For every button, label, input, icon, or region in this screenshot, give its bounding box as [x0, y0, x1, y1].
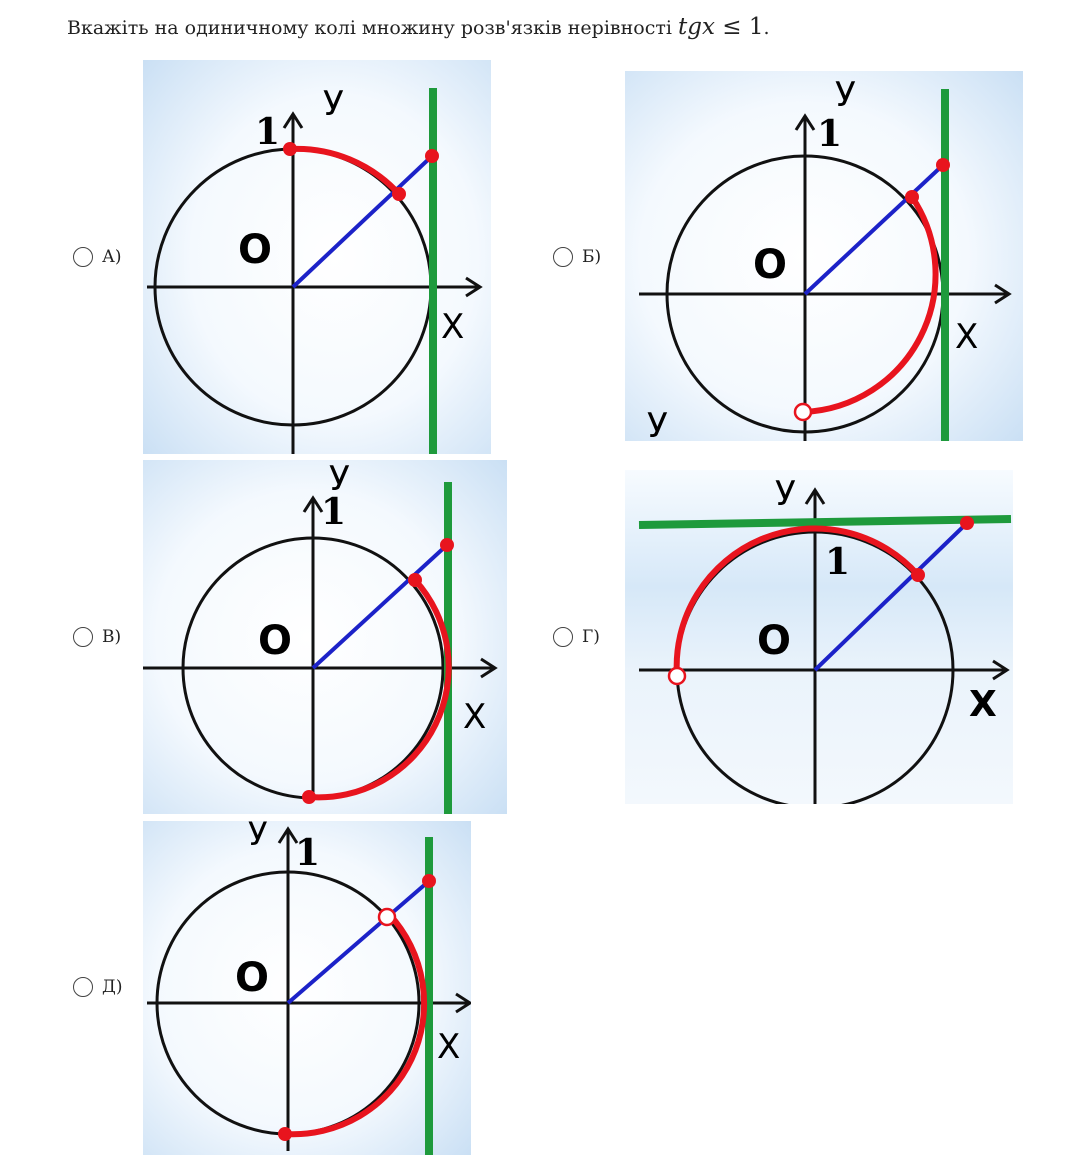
- figure-c-x-arrow: [480, 657, 498, 679]
- figure-e-origin-label: O: [235, 955, 269, 1001]
- option-c-radio[interactable]: [73, 627, 93, 647]
- figure-c-origin-label: O: [258, 618, 292, 664]
- figure-e-x-label: X: [437, 1027, 460, 1067]
- option-e-label: Д): [102, 977, 123, 997]
- option-a-radio[interactable]: [73, 247, 93, 267]
- figure-d-y-arrow: [804, 487, 826, 505]
- figure-b-origin-label: O: [753, 242, 787, 288]
- figure-b-radius: [803, 163, 945, 296]
- question-text: Вкажіть на одиничному колі множину розв'…: [67, 14, 770, 40]
- figure-b-x-label: X: [955, 317, 978, 357]
- figure-d-x-arrow: [992, 659, 1010, 681]
- figure-d-origin-label: O: [757, 618, 791, 664]
- figure-b-y-label-extra: У: [647, 406, 668, 441]
- option-b-radio[interactable]: [553, 247, 573, 267]
- figure-a: O X У 1: [143, 60, 491, 454]
- figure-b-y-arrow: [794, 113, 816, 131]
- inequality-value: 1: [748, 14, 764, 40]
- figure-b-point-tangent: [936, 158, 950, 172]
- figure-d-radius: [813, 521, 969, 672]
- figure-b-open-point: [793, 402, 813, 422]
- figure-b-x-arrow: [994, 283, 1012, 305]
- figure-b-solution-arc: [802, 195, 939, 415]
- figure-b-y-label: У: [835, 75, 856, 115]
- figure-e-point-bottom: [278, 1127, 292, 1141]
- figure-c-radius: [311, 543, 449, 670]
- figure-a-x-label: X: [441, 307, 464, 347]
- figure-d-tangent-line: [638, 515, 1012, 529]
- figure-e: O X У 1: [143, 821, 471, 1155]
- option-a-label: А): [102, 247, 122, 267]
- figure-d-x-label: X: [969, 684, 997, 725]
- option-a[interactable]: А): [73, 247, 122, 267]
- figure-a-background: [143, 60, 491, 454]
- figure-c-y-arrow: [302, 495, 324, 513]
- figure-a-y-arrow: [282, 111, 304, 129]
- figure-a-point-top: [283, 142, 297, 156]
- option-d[interactable]: Г): [553, 627, 600, 647]
- option-b-label: Б): [582, 247, 602, 267]
- figure-b: O X У У 1: [625, 71, 1023, 441]
- option-d-label: Г): [582, 627, 600, 647]
- option-e-radio[interactable]: [73, 977, 93, 997]
- figure-c: O X У 1: [143, 460, 507, 814]
- question-end: .: [763, 17, 770, 39]
- figure-b-point-pi4: [905, 190, 919, 204]
- option-b[interactable]: Б): [553, 247, 601, 267]
- figure-d-y-label: У: [775, 474, 796, 514]
- option-d-radio[interactable]: [553, 627, 573, 647]
- figure-a-origin-label: O: [238, 227, 272, 273]
- figure-d-point-tangent: [960, 516, 974, 530]
- figure-e-y-arrow: [277, 826, 299, 844]
- figure-a-x-arrow: [465, 276, 483, 298]
- figure-c-point-tangent: [440, 538, 454, 552]
- figure-e-solution-arc: [284, 911, 428, 1138]
- figure-b-background: [625, 71, 1023, 441]
- option-c[interactable]: В): [73, 627, 121, 647]
- figure-a-point-tangent: [425, 149, 439, 163]
- figure-e-y-label: У: [248, 821, 268, 853]
- figure-e-point-tangent: [422, 874, 436, 888]
- option-c-label: В): [102, 627, 122, 647]
- inequality-function: tgx: [677, 14, 715, 40]
- figure-d: O X У 1: [625, 470, 1013, 804]
- figure-c-point-pi4: [408, 573, 422, 587]
- figure-e-radius: [286, 879, 431, 1005]
- question-prompt: Вкажіть на одиничному колі множину розв'…: [67, 17, 678, 39]
- figure-d-unit-label: 1: [825, 541, 850, 583]
- figure-a-point-pi4: [392, 187, 406, 201]
- figure-d-point-pi4: [911, 568, 925, 582]
- figure-c-y-label: У: [329, 460, 350, 499]
- figure-c-point-bottom: [302, 790, 316, 804]
- figure-a-y-label: У: [323, 84, 344, 124]
- figure-c-unit-label: 1: [321, 491, 346, 533]
- figure-e-x-arrow: [455, 992, 471, 1014]
- figure-a-solution-arc: [289, 145, 402, 197]
- figure-a-unit-label: 1: [255, 111, 280, 153]
- figure-d-open-point: [667, 666, 687, 686]
- option-e[interactable]: Д): [73, 977, 122, 997]
- figure-c-x-label: X: [463, 697, 486, 737]
- figure-e-unit-label: 1: [295, 832, 320, 874]
- figure-b-unit-label: 1: [817, 113, 842, 155]
- figure-c-solution-arc: [308, 577, 452, 801]
- figure-d-solution-arc: [673, 525, 921, 677]
- inequality-relation: ≤: [714, 14, 749, 40]
- figure-a-radius: [291, 154, 434, 289]
- figure-e-open-point: [377, 907, 397, 927]
- inequality-formula: tgx ≤ 1: [678, 14, 763, 40]
